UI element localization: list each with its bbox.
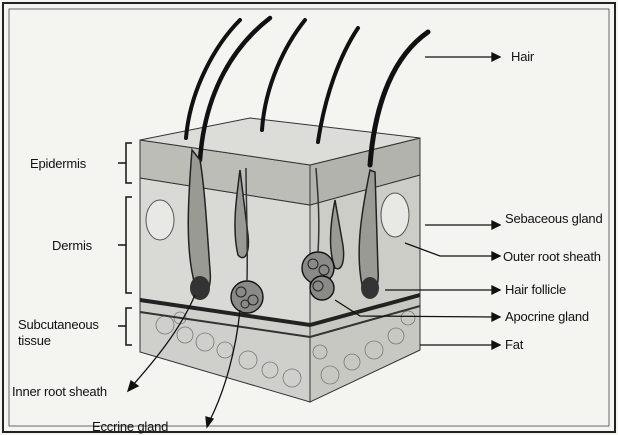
apocrine-arrowhead [492, 313, 500, 321]
label-outer-root-sheath: Outer root sheath [503, 249, 601, 264]
inner-root-arrowhead [128, 381, 138, 391]
eccrine-arrowhead [206, 417, 213, 427]
label-hair: Hair [511, 49, 534, 64]
label-sebaceous-gland: Sebaceous gland [505, 211, 602, 226]
label-fat: Fat [505, 337, 523, 352]
left-brackets [118, 143, 132, 345]
fat-arrowhead [492, 341, 500, 349]
label-eccrine-gland: Eccrine gland [92, 419, 168, 434]
label-apocrine-gland: Apocrine gland [505, 309, 589, 324]
follicle-arrowhead [492, 286, 500, 294]
label-subcutaneous: Subcutaneous [18, 317, 99, 332]
label-tissue: tissue [18, 333, 51, 348]
sebaceous-arrowhead [492, 221, 500, 229]
outer-root-arrowhead [492, 252, 500, 260]
label-hair-follicle: Hair follicle [505, 282, 566, 297]
label-inner-root-sheath: Inner root sheath [12, 384, 107, 399]
hair-arrowhead [492, 53, 500, 61]
label-epidermis: Epidermis [30, 156, 86, 171]
label-dermis: Dermis [52, 238, 92, 253]
